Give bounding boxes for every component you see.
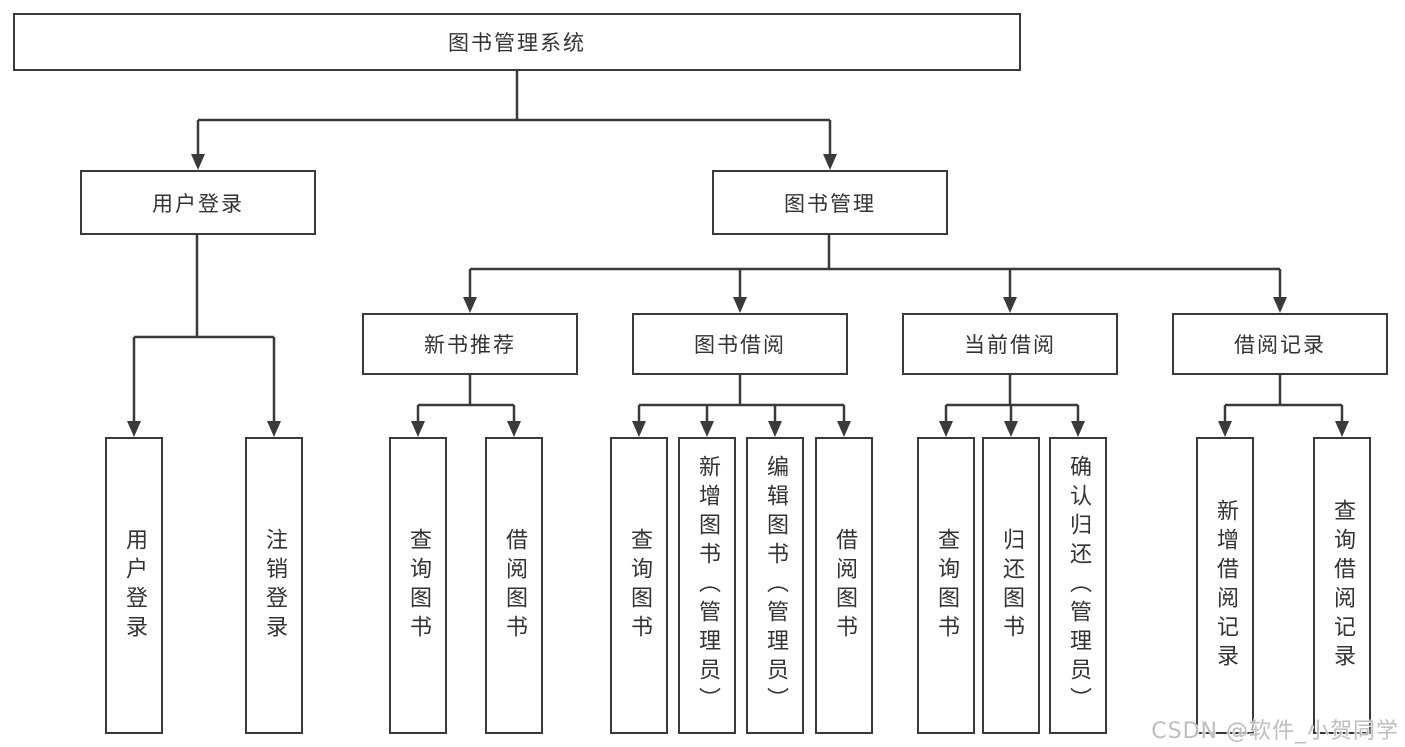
arrowhead-icon — [1003, 297, 1017, 313]
leaf-query-books-borrowing: 查询图书 — [610, 437, 668, 734]
leaf-add-borrow-record: 新增借阅记录 — [1196, 437, 1254, 734]
csdn-watermark: CSDN @软件_小贺同学 — [1151, 719, 1399, 744]
arrowhead-icon — [733, 297, 747, 313]
arrowheads — [127, 154, 1349, 437]
arrowhead-icon — [463, 297, 477, 313]
arrowhead-icon — [267, 421, 281, 437]
node-borrowing-records: 借阅记录 — [1172, 313, 1388, 375]
arrowhead-icon — [1218, 421, 1232, 437]
arrowhead-icon — [768, 421, 782, 437]
arrowhead-icon — [507, 421, 521, 437]
node-current-borrowing: 当前借阅 — [902, 313, 1118, 375]
arrowhead-icon — [127, 421, 141, 437]
leaf-query-books-recommend: 查询图书 — [389, 437, 447, 734]
node-library-management-system: 图书管理系统 — [13, 13, 1021, 71]
arrowhead-icon — [632, 421, 646, 437]
leaf-edit-book-admin: 编辑图书（管理员） — [746, 437, 804, 734]
leaf-return-books: 归还图书 — [982, 437, 1040, 734]
leaf-borrow-books-recommend: 借阅图书 — [485, 437, 543, 734]
tree-edges — [132, 70, 1344, 424]
arrowhead-icon — [939, 421, 953, 437]
arrowhead-icon — [837, 421, 851, 437]
node-book-management: 图书管理 — [712, 170, 948, 235]
arrowhead-icon — [1004, 421, 1018, 437]
leaf-add-book-admin: 新增图书（管理员） — [678, 437, 736, 734]
leaf-user-login: 用户登录 — [105, 437, 163, 734]
arrowhead-icon — [1273, 297, 1287, 313]
arrowhead-icon — [823, 154, 837, 170]
arrowhead-icon — [1071, 421, 1085, 437]
arrowhead-icon — [1335, 421, 1349, 437]
node-book-borrowing: 图书借阅 — [632, 313, 848, 375]
arrowhead-icon — [191, 154, 205, 170]
leaf-borrow-books-borrowing: 借阅图书 — [815, 437, 873, 734]
leaf-query-borrow-record: 查询借阅记录 — [1313, 437, 1371, 734]
node-user-login: 用户登录 — [80, 170, 316, 235]
node-new-book-recommend: 新书推荐 — [362, 313, 578, 375]
arrowhead-icon — [700, 421, 714, 437]
leaf-query-books-current: 查询图书 — [917, 437, 975, 734]
arrowhead-icon — [411, 421, 425, 437]
leaf-confirm-return-admin: 确认归还（管理员） — [1049, 437, 1107, 734]
leaf-logout: 注销登录 — [245, 437, 303, 734]
